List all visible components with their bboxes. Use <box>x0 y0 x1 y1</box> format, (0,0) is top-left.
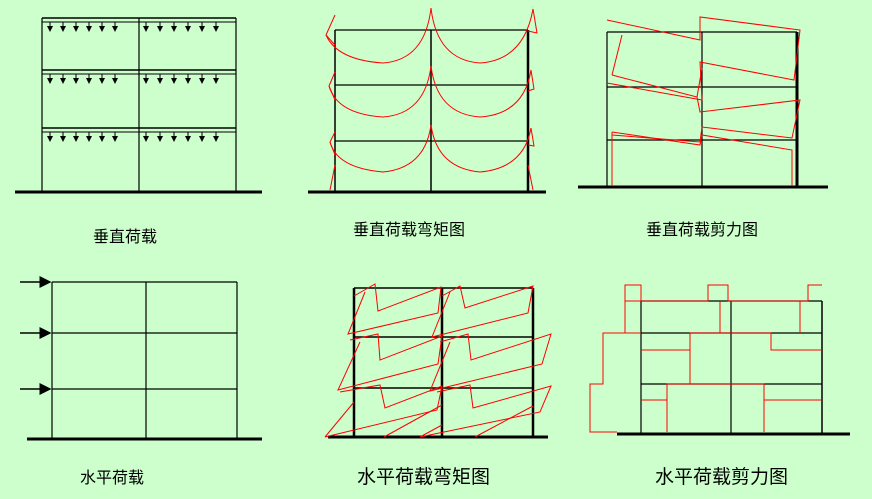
load-arrow-head <box>60 136 66 142</box>
moment-polygon <box>324 384 443 438</box>
moment-polygon <box>347 283 442 335</box>
horizontal-load-shear-diagram <box>589 284 822 433</box>
moment-curve <box>325 8 538 46</box>
shear-polygon <box>611 131 793 186</box>
vertical-load-arrows <box>42 21 236 142</box>
shear-step <box>641 332 822 351</box>
load-arrow-head <box>73 136 79 142</box>
load-arrow-head <box>47 78 53 84</box>
shear-step <box>666 301 801 432</box>
load-arrow-head <box>157 26 163 32</box>
load-arrow-head <box>143 136 149 142</box>
load-arrow-head <box>157 78 163 84</box>
shear-polygon <box>611 34 703 98</box>
load-arrow-head <box>199 136 205 142</box>
vertical-load-frame <box>15 17 262 194</box>
moment-curve <box>329 127 535 156</box>
load-arrow-head <box>171 136 177 142</box>
load-arrow-head <box>171 78 177 84</box>
moment-polygon <box>337 333 443 391</box>
load-arrow-head <box>213 136 219 142</box>
load-arrow-head <box>86 136 92 142</box>
load-arrow-head <box>99 78 105 84</box>
horizontal-load-frame <box>20 276 262 441</box>
load-arrow-head <box>47 136 53 142</box>
load-arrow-head <box>185 26 191 32</box>
moment-curve <box>328 65 532 118</box>
shear-step <box>641 284 822 302</box>
caption-horizontal-load-moment: 水平荷载弯矩图 <box>357 466 491 488</box>
load-arrow-head <box>213 26 219 32</box>
moment-curve <box>328 69 535 101</box>
caption-vertical-load-shear: 垂直荷载剪力图 <box>646 220 759 239</box>
moment-polygon <box>431 285 534 338</box>
vertical-load-moment-diagram <box>325 7 538 191</box>
horizontal-load-shear-frame <box>617 300 850 436</box>
vertical-load-shear-diagram <box>606 16 801 186</box>
moment-curve <box>329 164 534 191</box>
moment-curve <box>329 124 532 173</box>
load-arrow-head <box>185 78 191 84</box>
load-arrow-head <box>112 136 118 142</box>
moment-polygon <box>419 384 552 438</box>
load-arrow-head <box>199 78 205 84</box>
vertical-load-moment-frame <box>308 29 546 194</box>
caption-horizontal-load: 水平荷载 <box>80 468 145 487</box>
load-arrow-head <box>112 26 118 32</box>
load-arrow-head <box>112 78 118 84</box>
load-arrow-head <box>171 26 177 32</box>
shear-polygon <box>606 16 801 101</box>
caption-vertical-load: 垂直荷载 <box>93 227 158 246</box>
caption-horizontal-load-shear: 水平荷载剪力图 <box>655 466 789 488</box>
load-arrow-head <box>60 26 66 32</box>
load-arrow-head <box>213 78 219 84</box>
load-arrow-head <box>86 78 92 84</box>
load-arrow-head <box>60 78 66 84</box>
shear-polygon <box>611 74 801 143</box>
moment-curve <box>325 7 534 64</box>
load-arrow-head <box>99 136 105 142</box>
load-arrow-head <box>86 26 92 32</box>
load-arrow-head <box>199 26 205 32</box>
shear-outline <box>589 284 642 433</box>
load-arrow-head <box>157 136 163 142</box>
load-arrow-head <box>73 26 79 32</box>
vertical-load-shear-frame <box>578 31 828 189</box>
load-arrow-head <box>185 136 191 142</box>
load-arrow-head <box>143 78 149 84</box>
load-arrow-head <box>73 78 79 84</box>
load-arrow-head <box>143 26 149 32</box>
caption-vertical-load-moment: 垂直荷载弯矩图 <box>353 220 466 239</box>
load-arrow-head <box>99 26 105 32</box>
shear-step <box>641 383 822 401</box>
moment-polygon <box>324 401 534 438</box>
load-arrow-head <box>47 26 53 32</box>
horizontal-load-moment-diagram <box>324 283 552 438</box>
